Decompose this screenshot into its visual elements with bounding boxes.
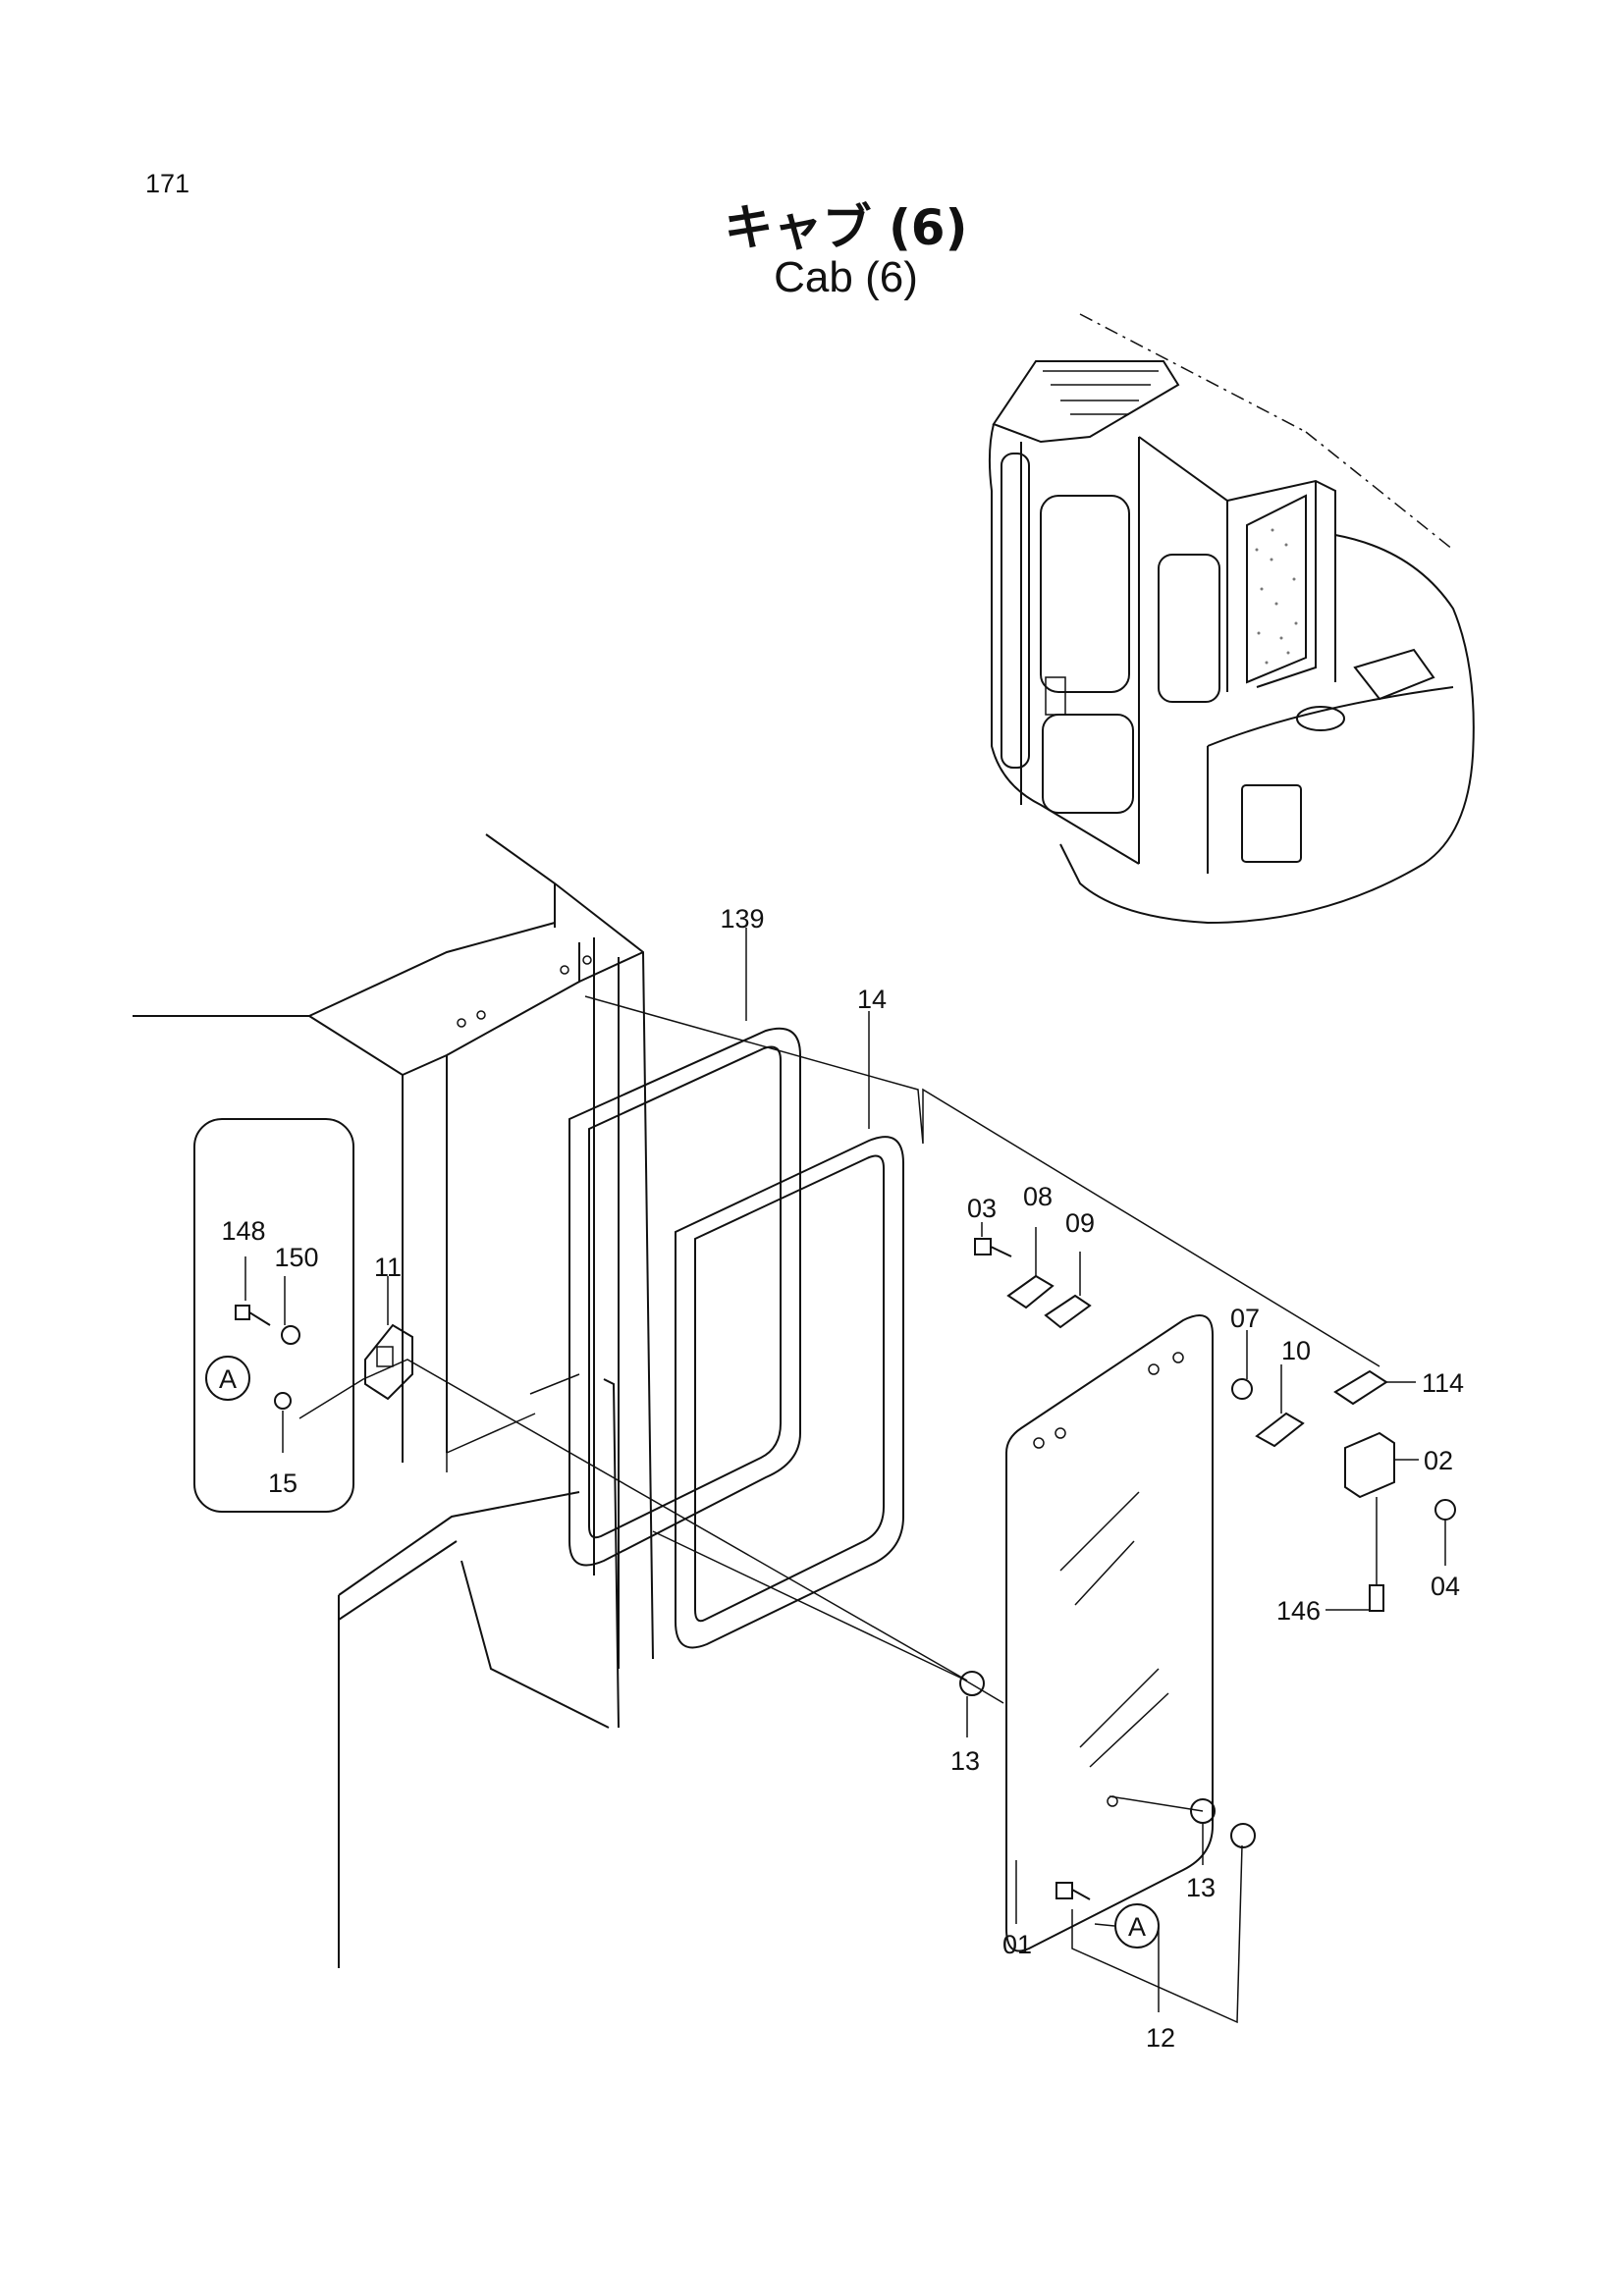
callout-a-left-label: A: [219, 1364, 237, 1394]
part-label-13-upper: 13: [950, 1746, 980, 1776]
part-label-146: 146: [1276, 1596, 1321, 1626]
part-label-12: 12: [1146, 2023, 1175, 2053]
part-label-13-lower: 13: [1186, 1873, 1216, 1902]
part-label-139: 139: [720, 904, 764, 934]
part-label-08: 08: [1023, 1182, 1053, 1211]
title-japanese: キャブ (6): [724, 199, 968, 256]
part-label-04: 04: [1431, 1572, 1460, 1601]
hardware-shapes: [235, 1238, 1456, 1900]
part-label-11: 11: [374, 1253, 402, 1282]
part-label-114: 114: [1422, 1368, 1464, 1398]
part-label-02: 02: [1424, 1446, 1453, 1475]
seal-139: [568, 1027, 801, 1567]
glass-panel-01: [1005, 1314, 1214, 1952]
callout-circle-a-right: [1114, 1903, 1160, 1949]
part-label-14: 14: [857, 985, 887, 1014]
part-label-15: 15: [268, 1468, 298, 1498]
seal-14: [675, 1136, 904, 1649]
leader-lines: [244, 928, 1446, 2024]
part-label-10: 10: [1281, 1336, 1311, 1365]
part-label-07: 07: [1230, 1304, 1260, 1333]
callout-circle-a-left: [205, 1356, 250, 1401]
cab-overview-illustration: [988, 313, 1475, 925]
callout-box: [193, 1118, 354, 1513]
part-label-148: 148: [221, 1216, 265, 1246]
title-english: Cab (6): [774, 253, 918, 301]
page-number: 171: [145, 169, 190, 198]
part-label-01: 01: [1002, 1930, 1032, 1959]
part-label-150: 150: [274, 1243, 318, 1272]
part-label-03: 03: [967, 1194, 997, 1223]
cab-body-frame: [133, 833, 654, 1968]
part-label-09: 09: [1065, 1208, 1095, 1238]
callout-a-right-label: A: [1128, 1912, 1146, 1942]
